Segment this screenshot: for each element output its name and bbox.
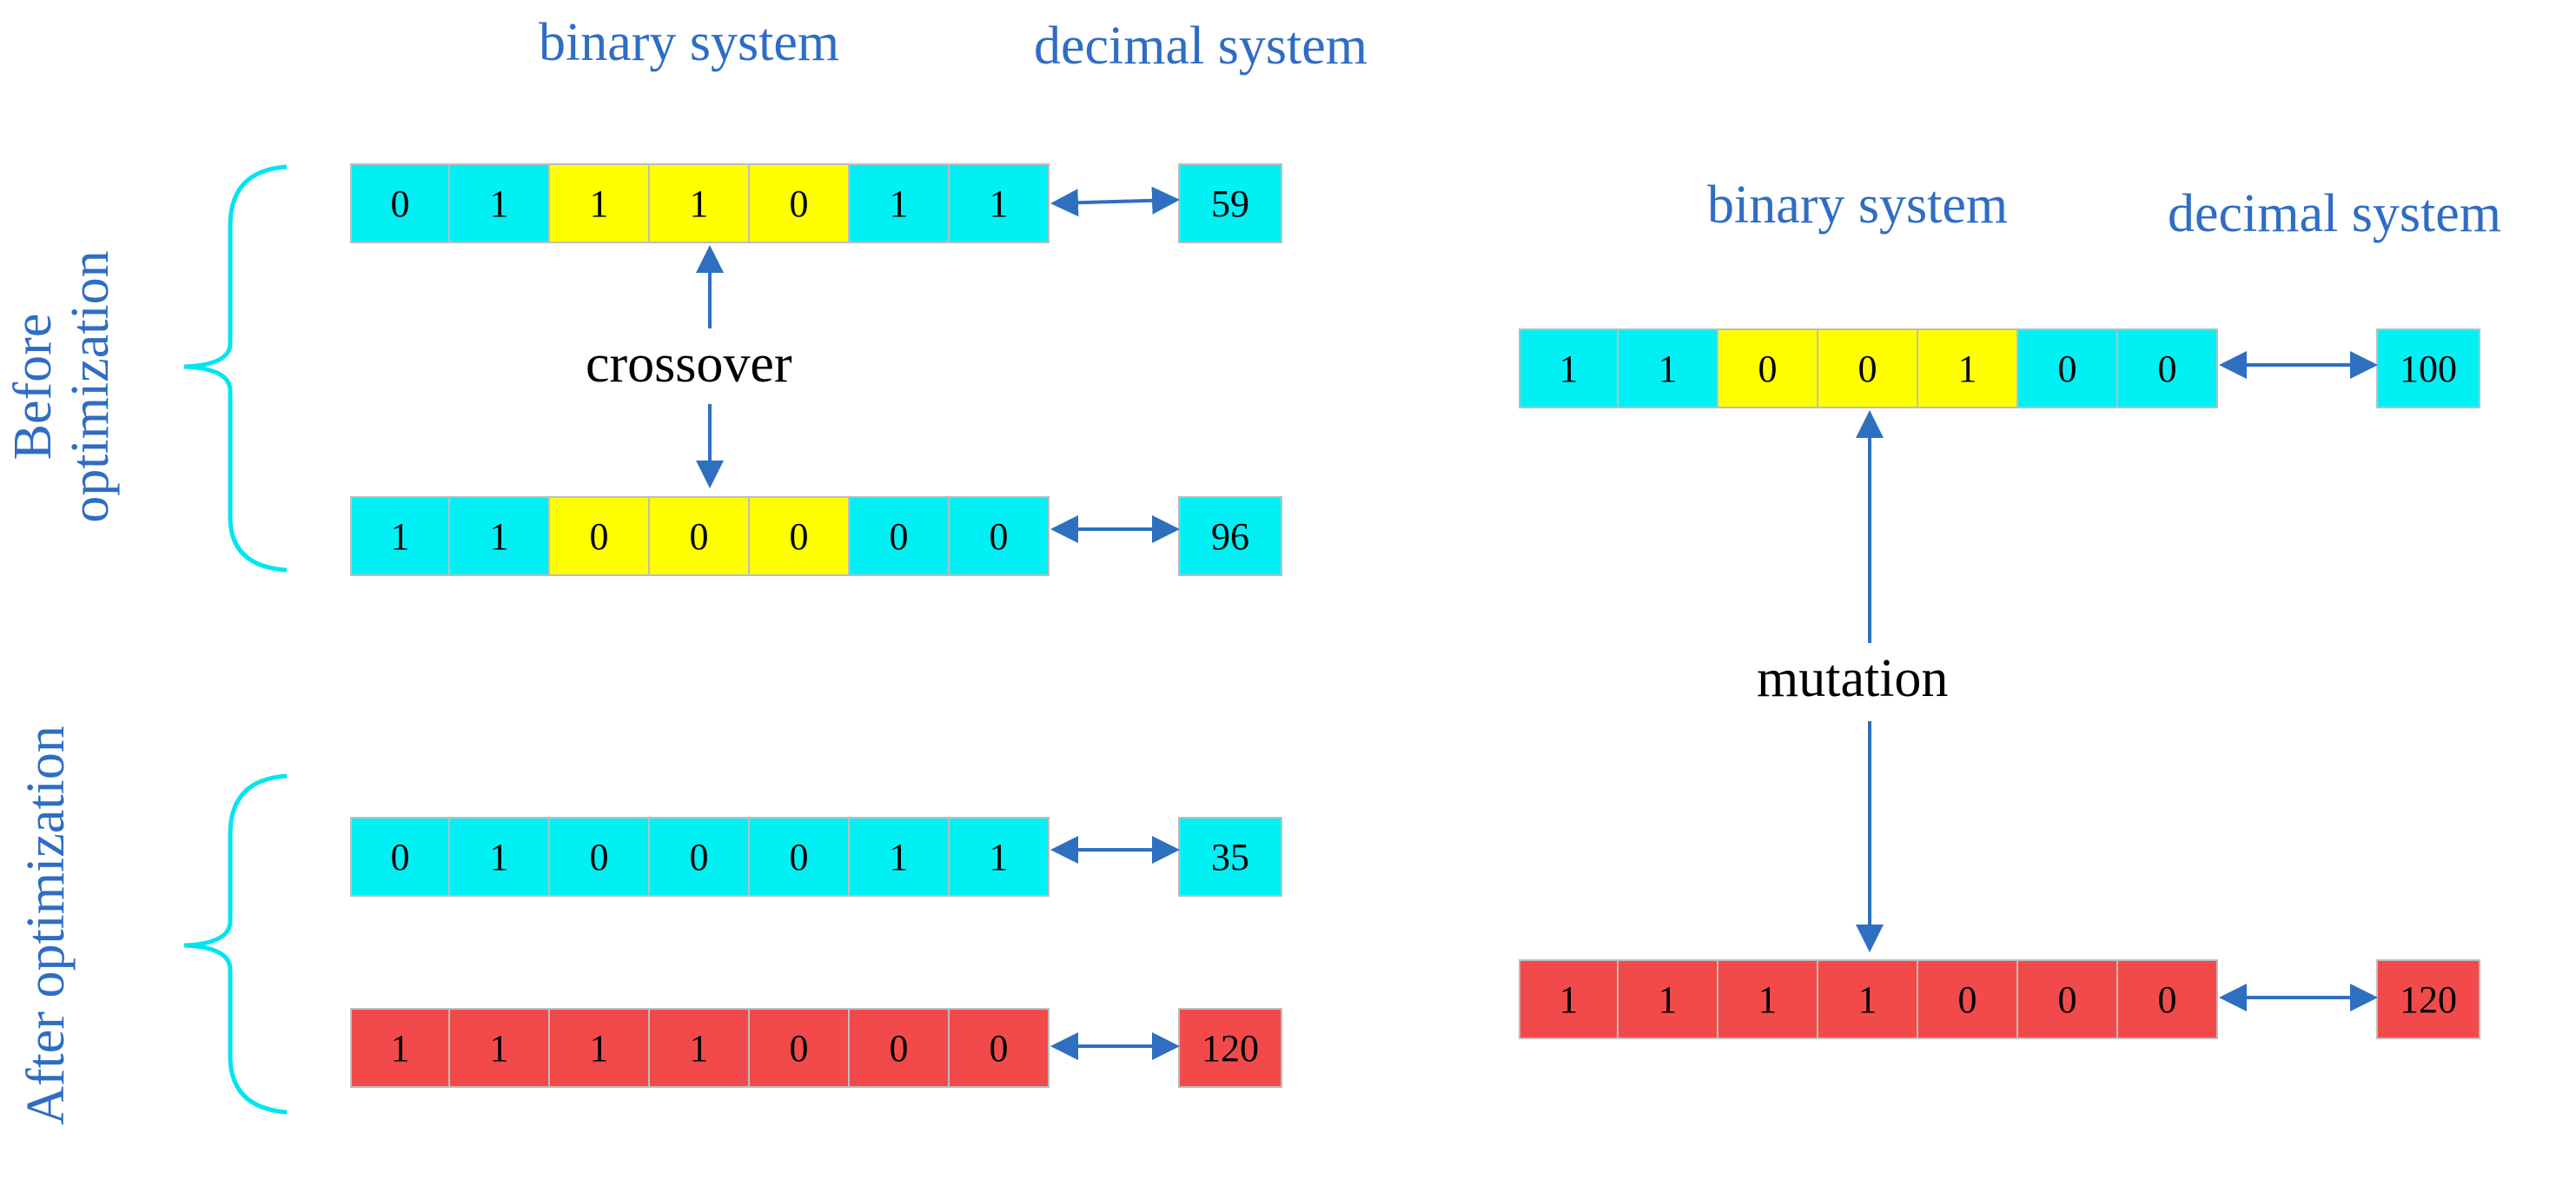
left-row-2-bit-2: 1 — [450, 496, 550, 576]
right-row-2-bit-3: 1 — [1718, 959, 1818, 1039]
left-row-1-decimal: 59 — [1178, 163, 1282, 243]
left-row-4-bit-7: 0 — [950, 1008, 1050, 1088]
left-row-2-bit-1: 1 — [350, 496, 450, 576]
right-row-1-decimal: 100 — [2376, 328, 2480, 408]
left-binary-header: binary system — [539, 13, 840, 72]
right-row-1-bit-1: 1 — [1519, 328, 1619, 408]
right-row-2-bit-2: 1 — [1619, 959, 1718, 1039]
left-row-4-bit-4: 1 — [650, 1008, 750, 1088]
left-row-3-bit-6: 1 — [850, 817, 950, 897]
left-row-4-bit-1: 1 — [350, 1008, 450, 1088]
left-row-1-bit-3: 1 — [550, 163, 650, 243]
left-row-2-bit-4: 0 — [650, 496, 750, 576]
crossover-label: crossover — [586, 335, 792, 394]
left-row-4-bit-3: 1 — [550, 1008, 650, 1088]
left-row-4-bit-5: 0 — [750, 1008, 850, 1088]
left-row-1-link — [1050, 186, 1180, 217]
left-decimal-header: decimal system — [1034, 17, 1367, 76]
left-row-2-bit-5: 0 — [750, 496, 850, 576]
before-brace — [183, 164, 288, 573]
left-row-3-bit-7: 1 — [950, 817, 1050, 897]
right-row-1-bit-3: 0 — [1718, 328, 1818, 408]
left-row-4-decimal: 120 — [1178, 1008, 1282, 1088]
left-row-4-bit-6: 0 — [850, 1008, 950, 1088]
mutation-label: mutation — [1757, 649, 1949, 708]
left-row-3-bit-4: 0 — [650, 817, 750, 897]
right-row-1-bit-5: 1 — [1918, 328, 2018, 408]
right-binary-header: binary system — [1707, 176, 2009, 235]
right-row-2-bit-7: 0 — [2118, 959, 2218, 1039]
left-row-3-bit-1: 0 — [350, 817, 450, 897]
left-row-1-bit-7: 1 — [950, 163, 1050, 243]
left-row-3-decimal: 35 — [1178, 817, 1282, 897]
right-decimal-header: decimal system — [2168, 184, 2501, 243]
left-row-3-bit-3: 0 — [550, 817, 650, 897]
right-row-2-bit-1: 1 — [1519, 959, 1619, 1039]
right-row-2-decimal: 120 — [2376, 959, 2480, 1039]
right-row-2-bit-4: 1 — [1818, 959, 1918, 1039]
left-row-3-bit-5: 0 — [750, 817, 850, 897]
right-row-2-bit-5: 0 — [1918, 959, 2018, 1039]
left-row-2-bit-3: 0 — [550, 496, 650, 576]
right-row-1-bit-2: 1 — [1619, 328, 1718, 408]
left-row-1-bit-6: 1 — [850, 163, 950, 243]
right-row-1-bit-4: 0 — [1818, 328, 1918, 408]
left-row-1-bit-4: 1 — [650, 163, 750, 243]
left-row-1-bit-5: 0 — [750, 163, 850, 243]
left-row-3-bit-2: 1 — [450, 817, 550, 897]
left-row-1-bit-1: 0 — [350, 163, 450, 243]
after-brace — [183, 773, 288, 1115]
right-row-2-bit-6: 0 — [2018, 959, 2118, 1039]
left-row-2-bit-7: 0 — [950, 496, 1050, 576]
left-row-1-bit-2: 1 — [450, 163, 550, 243]
left-row-4-bit-2: 1 — [450, 1008, 550, 1088]
right-row-1-bit-7: 0 — [2118, 328, 2218, 408]
left-row-2-bit-6: 0 — [850, 496, 950, 576]
right-row-1-bit-6: 0 — [2018, 328, 2118, 408]
